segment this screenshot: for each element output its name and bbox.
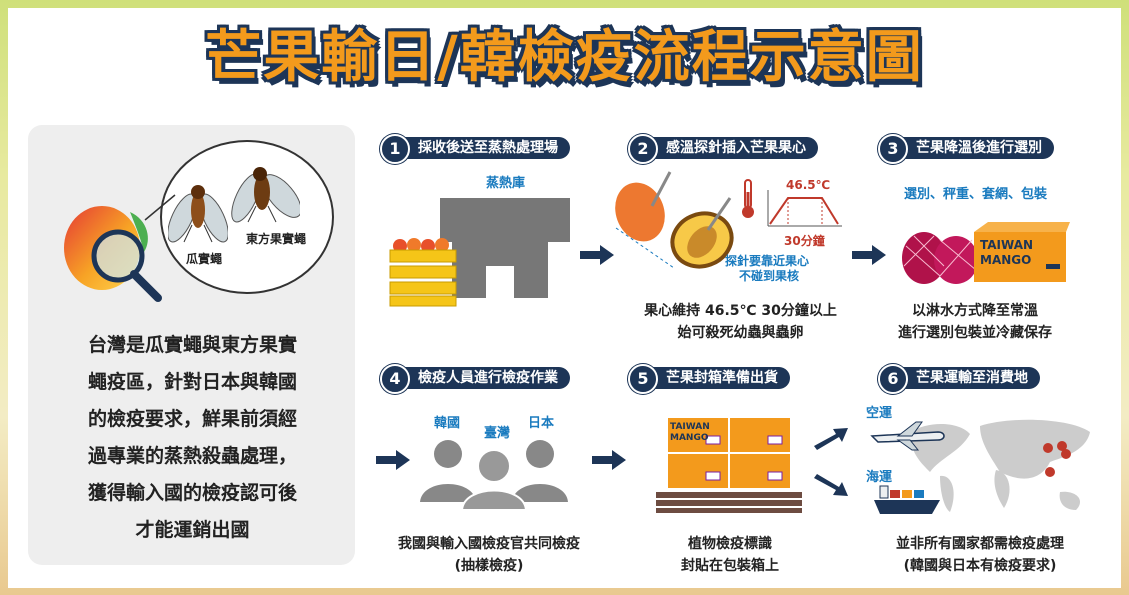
step-4-number: 4 <box>380 364 410 394</box>
cargo-ship-icon <box>874 485 940 514</box>
caption-line: 果心維持 46.5℃ 30分鐘以上 <box>644 303 837 319</box>
caption-line: 封貼在包裝箱上 <box>681 558 779 574</box>
thermometer-icon <box>742 179 754 218</box>
intro-line: 蠅疫區，針對日本與韓國 <box>87 371 297 393</box>
box-label-line: MANGO <box>670 433 709 443</box>
fly-label-oriental: 東方果實蠅 <box>246 232 307 246</box>
air-transport-label: 空運 <box>866 406 893 421</box>
pallet-boxes-icon <box>656 418 802 513</box>
flow-arrow-5-sea <box>814 474 848 496</box>
mango-magnifier-icon <box>64 206 162 302</box>
probe-note-line: 不碰到果核 <box>739 269 800 283</box>
step-2-title: 感溫探針插入芒果果心 <box>650 137 818 159</box>
netted-mangoes-icon <box>902 232 978 284</box>
box-label-line: MANGO <box>980 253 1032 267</box>
intro-line: 台灣是瓜實蠅與東方果實 <box>87 334 297 356</box>
mango-probe-icon <box>615 171 734 269</box>
flow-arrow-1-2 <box>580 245 614 265</box>
intro-line: 才能運銷出國 <box>135 519 250 541</box>
step-1-number: 1 <box>380 134 410 164</box>
intro-line: 過專業的蒸熱殺蟲處理， <box>87 445 297 467</box>
step-6-number: 6 <box>878 364 908 394</box>
mango-box-icon <box>974 222 1070 282</box>
step-2-number: 2 <box>628 134 658 164</box>
box-label: TAIWAN MANGO <box>980 238 1033 268</box>
caption-line: (韓國與日本有檢疫要求) <box>903 558 1057 574</box>
step-1-title: 採收後送至蒸熱處理場 <box>402 137 570 159</box>
step-4-caption: 我國與輸入國檢疫官共同檢疫 (抽樣檢疫) <box>384 533 594 577</box>
airplane-icon <box>870 421 945 451</box>
box-label-line: TAIWAN <box>670 422 710 432</box>
caption-line: 並非所有國家都需檢疫處理 <box>896 536 1064 552</box>
steam-room-label: 蒸熱庫 <box>486 176 526 191</box>
inspectors-icon <box>420 440 568 510</box>
caption-line: 以淋水方式降至常溫 <box>912 303 1038 319</box>
duration-label: 30分鐘 <box>784 234 825 248</box>
mango-crates-icon <box>389 238 457 307</box>
step-2-caption: 果心維持 46.5℃ 30分鐘以上 始可殺死幼蟲與蟲卵 <box>628 300 853 344</box>
step-3-title: 芒果降溫後進行選別 <box>900 137 1054 159</box>
step-5-number: 5 <box>628 364 658 394</box>
world-map-icon <box>910 419 1090 512</box>
step-6-caption: 並非所有國家都需檢疫處理 (韓國與日本有檢疫要求) <box>880 533 1080 577</box>
caption-line: 始可殺死幼蟲與蟲卵 <box>677 325 804 341</box>
box-label-line: TAIWAN <box>980 238 1034 252</box>
caption-line: (抽樣檢疫) <box>454 558 524 574</box>
intro-line: 的檢疫要求，鮮果前須經 <box>87 408 297 430</box>
caption-line: 我國與輸入國檢疫官共同檢疫 <box>398 536 580 552</box>
step-3-number: 3 <box>878 134 908 164</box>
flow-arrow-5-air <box>814 428 848 450</box>
step-6-title: 芒果運輸至消費地 <box>900 367 1040 389</box>
temperature-graph-icon <box>767 190 842 227</box>
intro-text: 台灣是瓜實蠅與東方果實 蠅疫區，針對日本與韓國 的檢疫要求，鮮果前須經 過專業的… <box>40 327 345 549</box>
step-4-title: 檢疫人員進行檢疫作業 <box>402 367 570 389</box>
inspector-label-japan: 日本 <box>528 416 555 431</box>
flow-arrow-2-3 <box>852 245 886 265</box>
flow-arrow-intro-4 <box>376 450 410 470</box>
fly-label-melon: 瓜實蠅 <box>186 252 223 266</box>
page-title: 芒果輸日/韓檢疫流程示意圖 <box>205 25 924 90</box>
step-5-title: 芒果封箱準備出貨 <box>650 367 790 389</box>
caption-line: 植物檢疫標識 <box>688 536 772 552</box>
inspector-label-taiwan: 臺灣 <box>484 426 511 441</box>
temperature-label: 46.5℃ <box>786 178 831 192</box>
step-5-caption: 植物檢疫標識 封貼在包裝箱上 <box>650 533 810 577</box>
packing-steps-label: 選別、秤重、套網、包裝 <box>904 187 1048 202</box>
lens-connector <box>144 194 176 221</box>
sea-transport-label: 海運 <box>866 470 893 485</box>
step-3-caption: 以淋水方式降至常溫 進行選別包裝並冷藏保存 <box>880 300 1070 344</box>
oriental-fruit-fly-icon <box>231 167 300 223</box>
probe-note: 探針要靠近果心 不碰到果核 <box>725 254 809 284</box>
box-label-small: TAIWAN MANGO <box>670 422 710 444</box>
inspector-label-korea: 韓國 <box>434 416 461 431</box>
intro-line: 獲得輸入國的檢疫認可後 <box>87 482 297 504</box>
steam-room-icon <box>440 198 570 298</box>
flow-arrow-4-5 <box>592 450 626 470</box>
caption-line: 進行選別包裝並冷藏保存 <box>898 325 1052 341</box>
probe-note-line: 探針要靠近果心 <box>725 254 810 268</box>
melon-fly-icon <box>168 185 228 243</box>
